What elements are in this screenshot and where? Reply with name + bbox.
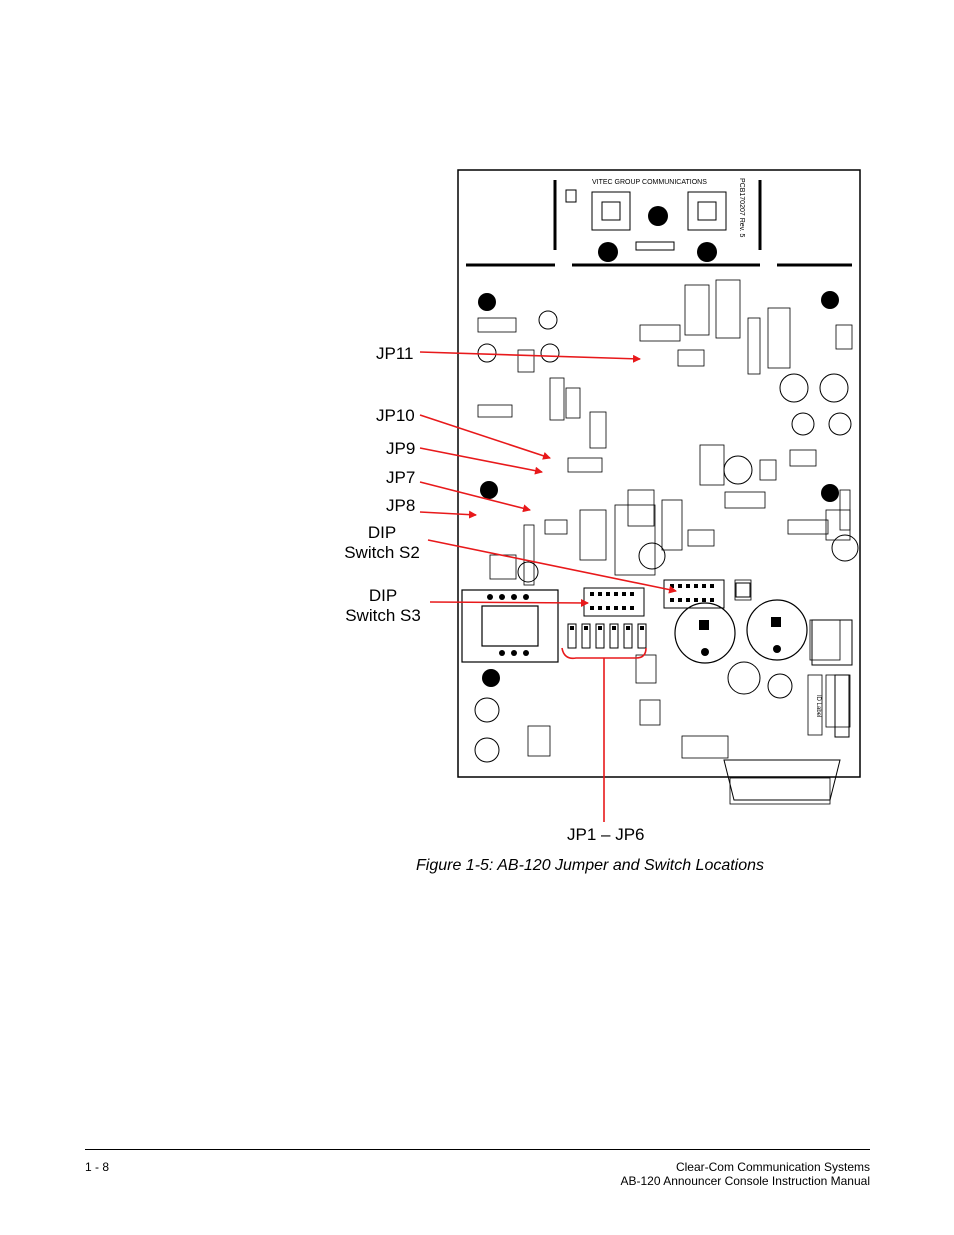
arrow-dip-s2	[427, 539, 677, 594]
callout-jp8: JP8	[386, 496, 416, 515]
callout-dip-s3-line1: DIP	[368, 586, 398, 605]
callout-dip-s3-line2: Switch S3	[345, 606, 421, 625]
footer-rule	[85, 1149, 870, 1150]
arrow-jp8	[419, 510, 477, 519]
arrow-jp10	[419, 414, 551, 460]
callout-arrows	[419, 351, 677, 822]
arrow-jp9	[419, 447, 543, 475]
callout-jp1-jp6: JP1 – JP6	[567, 825, 645, 844]
callout-dip-s2-line2: Switch S2	[344, 543, 420, 562]
figure-caption: Figure 1-5: AB-120 Jumper and Switch Loc…	[416, 857, 765, 874]
footer-company: Clear-Com Communication Systems	[675, 1160, 870, 1174]
board-part-number: PCB170207 Rev. 5	[738, 178, 745, 238]
board-header: VITEC GROUP COMMUNICATIONS	[592, 179, 707, 186]
figure: VITEC GROUP COMMUNICATIONS PCB170207 Rev…	[340, 160, 870, 850]
callout-dip-switch-s2: DIP Switch S2	[342, 523, 422, 563]
jp1-jp6-bracket	[561, 647, 647, 660]
footer-manual-title: AB-120 Announcer Console Instruction Man…	[620, 1174, 871, 1188]
footer-right: Clear-Com Communication Systems AB-120 A…	[621, 1160, 871, 1188]
callout-jp11: JP11	[376, 344, 414, 363]
callout-jp10: JP10	[376, 406, 415, 425]
callout-dip-s2-line1: DIP	[367, 523, 397, 542]
id-label-text: ID Label	[815, 695, 821, 717]
pcb-outline	[457, 169, 861, 778]
callout-dip-switch-s3: DIP Switch S3	[342, 586, 424, 626]
callout-jp7: JP7	[386, 468, 416, 487]
callout-jp9: JP9	[386, 439, 416, 458]
arrow-jp11	[419, 351, 641, 363]
arrow-dip-s3	[429, 598, 589, 607]
pcb-drawing: VITEC GROUP COMMUNICATIONS PCB170207 Rev…	[457, 169, 861, 805]
page-number: 1 - 8	[85, 1160, 110, 1174]
arrow-jp7	[419, 481, 531, 513]
